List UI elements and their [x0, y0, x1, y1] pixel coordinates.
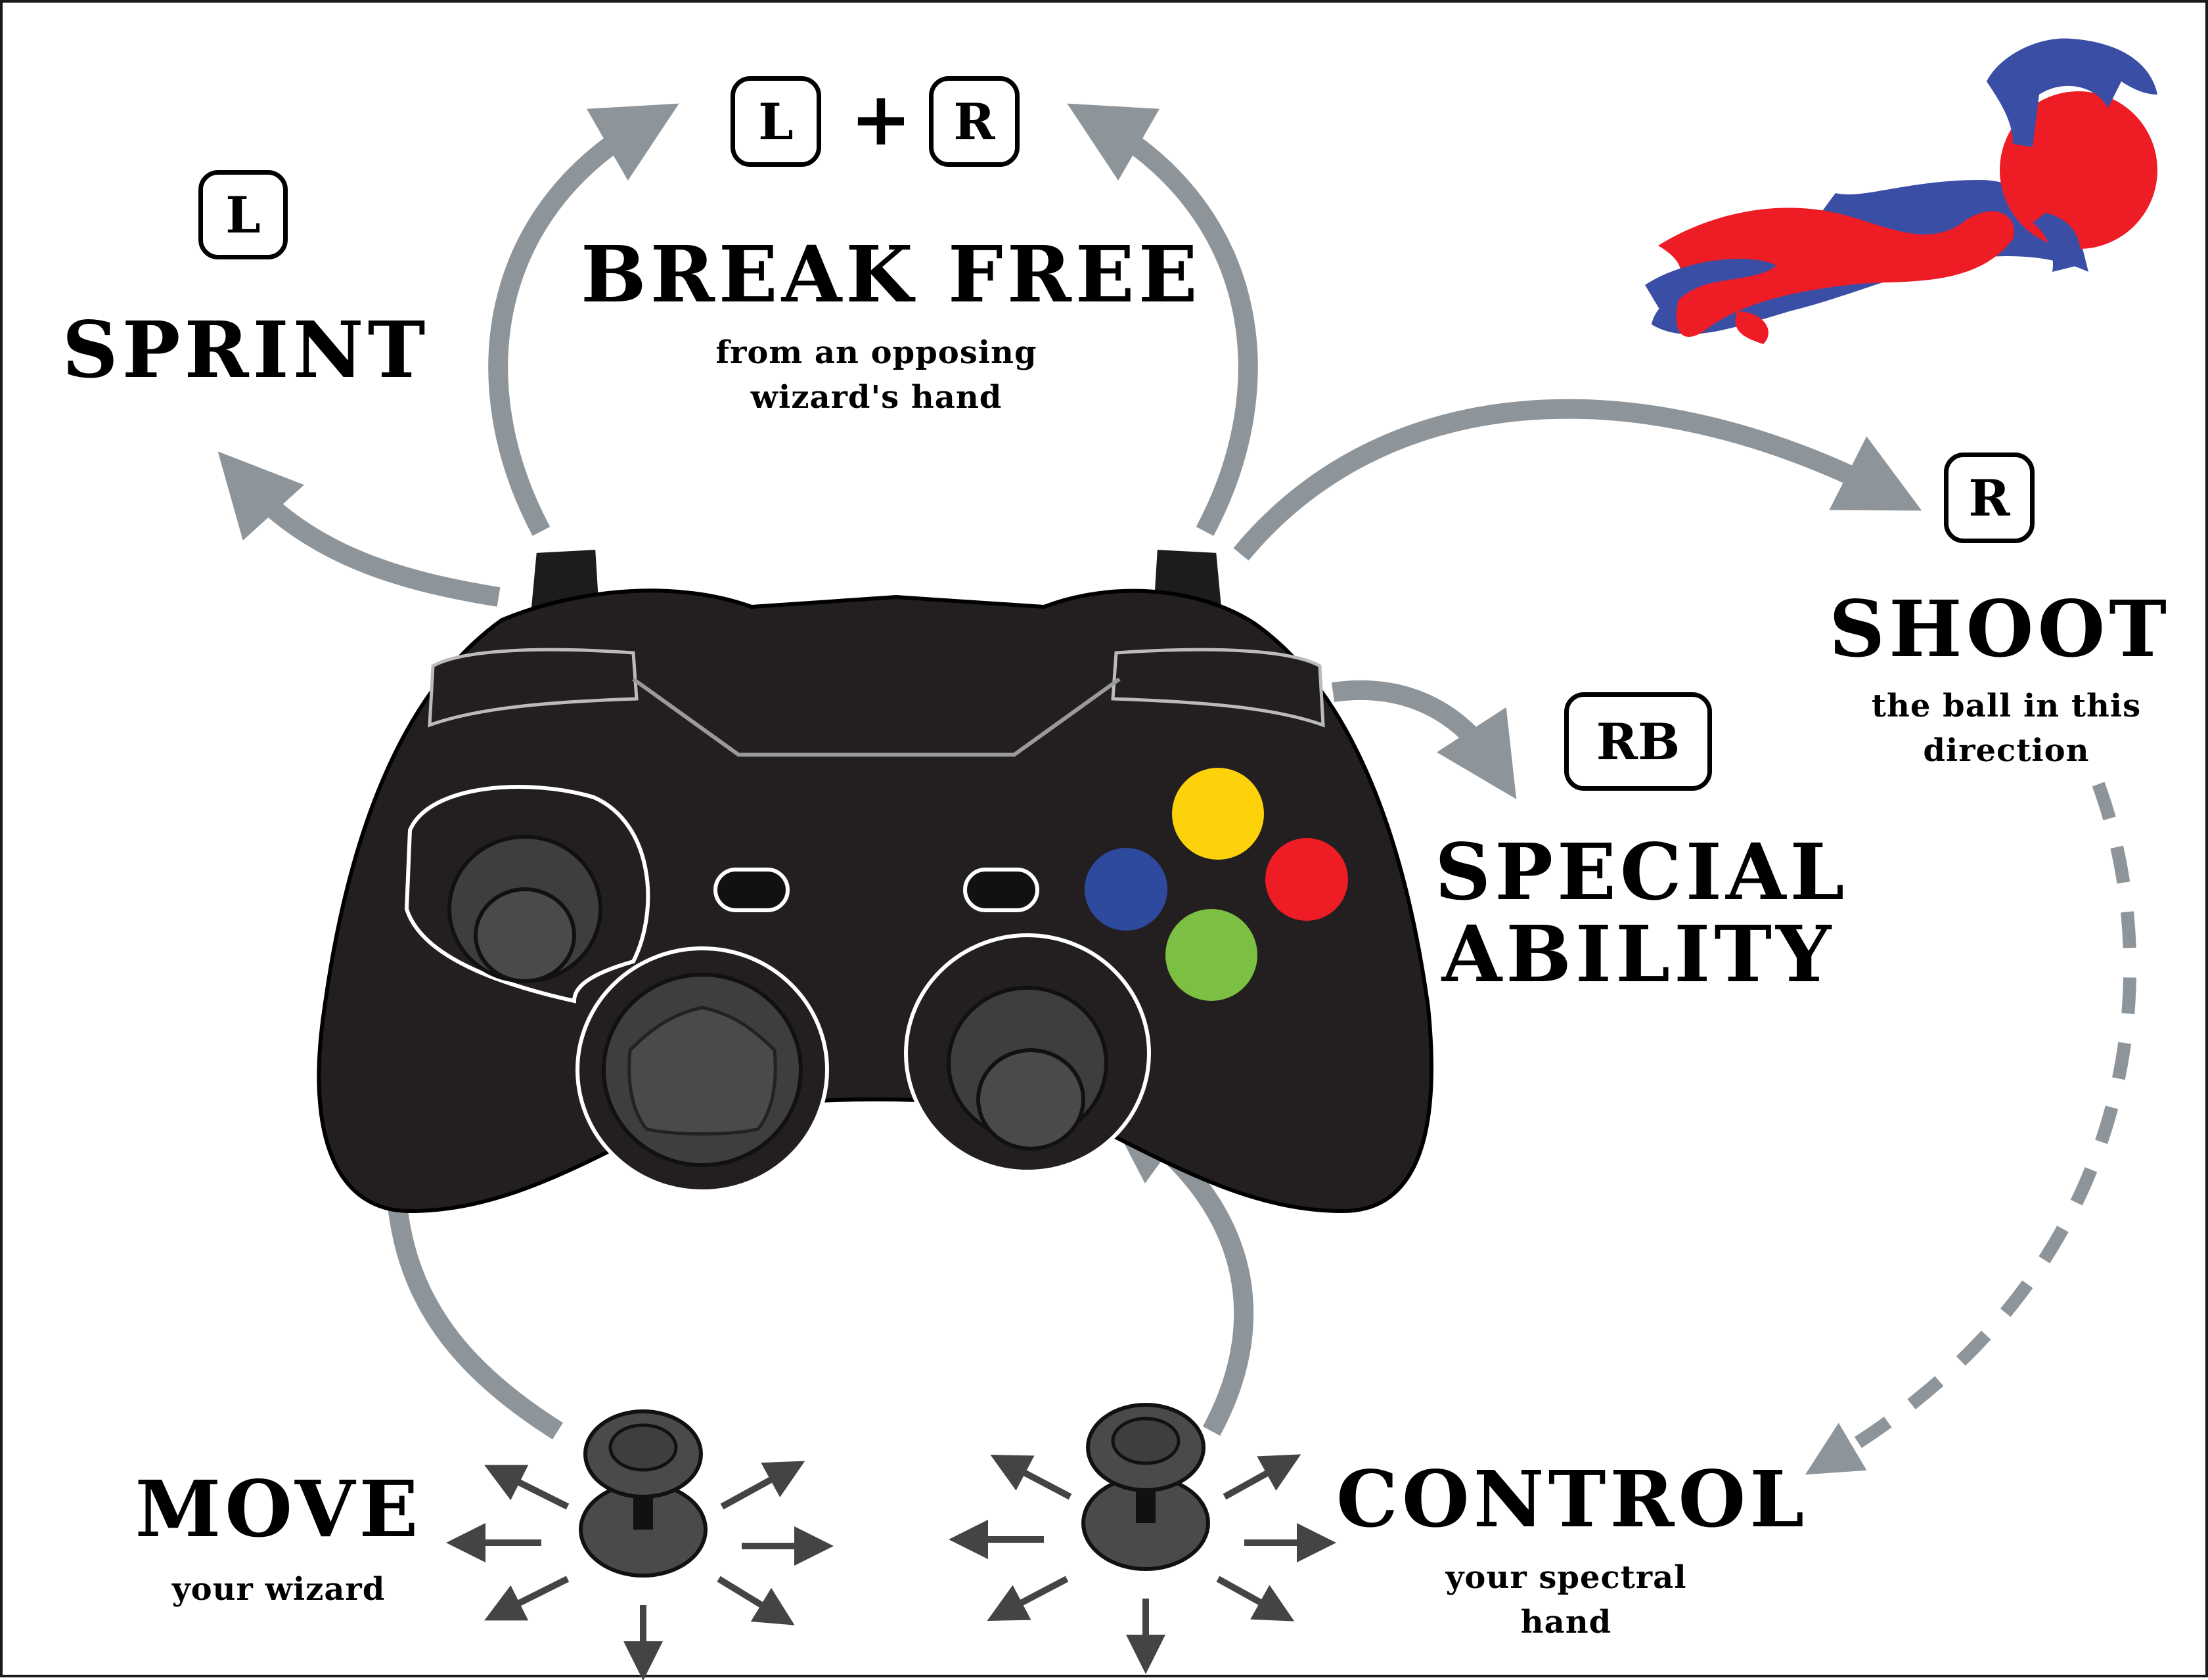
special-key-badge: RB [1564, 692, 1712, 791]
start-button [963, 868, 1039, 912]
spectral-hand-logo-icon [1645, 38, 2157, 344]
x-button [1085, 848, 1167, 931]
move-sub: your wizard [171, 1571, 386, 1608]
special-ability-label-1: SPECIAL [1435, 826, 1849, 917]
right-bumper [1111, 648, 1325, 728]
move-joystick-icon [579, 1409, 708, 1578]
shoot-sub-2: direction [1923, 732, 2090, 769]
break-free-right-key-badge: R [929, 76, 1020, 167]
bumper-ridge [632, 677, 1121, 757]
control-sub-1: your spectral [1445, 1559, 1687, 1596]
move-direction-arrows-icon [446, 1461, 834, 1680]
shoot-arrow [1233, 399, 1922, 561]
controller-icon [317, 545, 1433, 1214]
control-joystick-icon [1081, 1403, 1210, 1571]
control-direction-arrows-icon [949, 1454, 1336, 1674]
b-button [1265, 838, 1348, 921]
break-free-sub-1: from an opposing [715, 334, 1037, 371]
shoot-label: SHOOT [1828, 583, 2171, 674]
break-free-right-arrow [1067, 103, 1258, 537]
sprint-key-badge: L [198, 170, 288, 259]
break-free-label: BREAK FREE [581, 229, 1202, 320]
face-buttons-icon [1085, 768, 1348, 1001]
special-ability-label-2: ABILITY [1441, 908, 1836, 1000]
y-button [1172, 768, 1264, 860]
sprint-arrow [217, 451, 501, 607]
break-free-left-arrow [488, 103, 679, 537]
control-label: CONTROL [1336, 1453, 1809, 1545]
move-label: MOVE [135, 1463, 422, 1555]
shoot-key-badge: R [1944, 453, 2035, 543]
shoot-sub-1: the ball in this [1871, 688, 2142, 724]
a-button [1165, 909, 1257, 1001]
special-ability-arrow [1331, 680, 1517, 799]
break-free-sub-2: wizard's hand [750, 379, 1003, 416]
sprint-label: SPRINT [62, 304, 430, 395]
break-free-left-key-badge: L [731, 76, 821, 167]
break-free-plus: + [850, 76, 912, 162]
diagram-art [217, 38, 2157, 1680]
control-sub-2: hand [1520, 1604, 1612, 1641]
left-bumper [428, 648, 639, 728]
action-arrows [217, 103, 2137, 1475]
shoot-to-control-dashed-arrow [1805, 782, 2137, 1475]
back-button [713, 868, 790, 912]
